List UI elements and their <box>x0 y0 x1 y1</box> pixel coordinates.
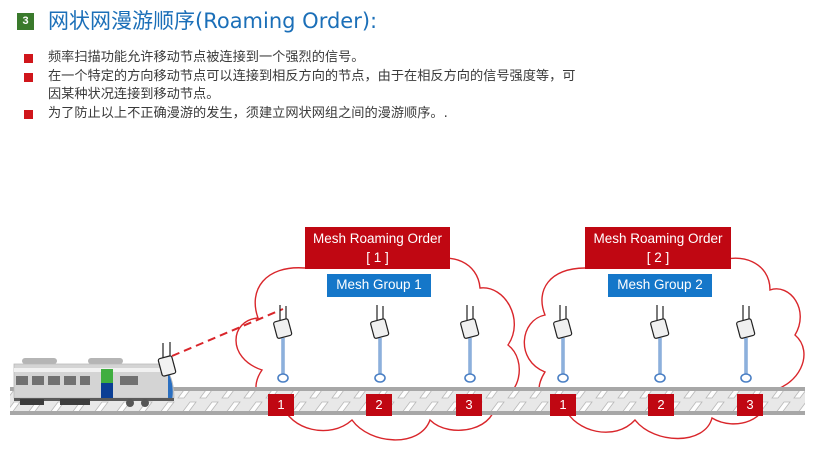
slide-title: 网状网漫游顺序(Roaming Order): <box>48 9 378 33</box>
bullet-item: 频率扫描功能允许移动节点被连接到一个强烈的信号。 <box>22 49 576 68</box>
access-point-icon <box>553 305 573 383</box>
mesh-cloud-2 <box>523 257 805 440</box>
node-marker: 2 <box>366 394 392 416</box>
node-marker: 3 <box>737 394 763 416</box>
node-marker: 1 <box>268 394 294 416</box>
bullet-square-icon <box>24 72 33 82</box>
mesh-cloud-1 <box>235 257 520 441</box>
section-number-badge: 3 <box>17 12 34 30</box>
roaming-order-label: Mesh Roaming Order <box>312 231 443 246</box>
wireless-link-dashed <box>171 308 284 357</box>
access-point-icon <box>273 305 293 383</box>
bullet-text: 在一个特定的方向移动节点可以连接到相反方向的节点，由于在相反方向的信号强度等，可 <box>48 68 576 84</box>
cloud-outline <box>523 257 805 440</box>
node-marker: 1 <box>550 394 576 416</box>
bullet-text: 为了防止以上不正确漫游的发生，须建立网状网组之间的漫游顺序。. <box>48 105 448 121</box>
roaming-order-index: [ 1 ] <box>366 250 389 265</box>
access-point-icon <box>460 305 480 383</box>
train-access-point-icon <box>157 342 177 377</box>
mesh-group-box-2: Mesh Group 2 <box>608 274 712 297</box>
access-point-icon <box>650 305 670 383</box>
bullet-square-icon <box>24 109 33 119</box>
train-icon <box>13 358 175 407</box>
bullet-text: 频率扫描功能允许移动节点被连接到一个强烈的信号。 <box>48 50 365 65</box>
node-marker: 3 <box>456 394 482 416</box>
bullet-item: 为了防止以上不正确漫游的发生，须建立网状网组之间的漫游顺序。. <box>22 105 576 124</box>
bullet-square-icon <box>24 54 33 63</box>
slide-header: 3 网状网漫游顺序(Roaming Order): <box>17 5 377 35</box>
roaming-order-index: [ 2 ] <box>646 250 670 265</box>
roaming-order-box-2: Mesh Roaming Order [ 2 ] <box>585 227 731 269</box>
access-point-icon <box>370 305 390 383</box>
roaming-order-label: Mesh Roaming Order <box>593 231 723 246</box>
bullet-item: 在一个特定的方向移动节点可以连接到相反方向的节点，由于在相反方向的信号强度等，可… <box>22 68 576 105</box>
node-marker: 2 <box>648 394 674 416</box>
access-point-icon <box>736 305 756 383</box>
mesh-group-box-1: Mesh Group 1 <box>327 274 431 297</box>
bullet-list: 频率扫描功能允许移动节点被连接到一个强烈的信号。 在一个特定的方向移动节点可以连… <box>22 49 576 123</box>
roaming-order-box-1: Mesh Roaming Order [ 1 ] <box>305 227 450 269</box>
cloud-outline <box>235 257 520 441</box>
bullet-text-continuation: 因某种状况连接到移动节点。 <box>48 87 220 102</box>
